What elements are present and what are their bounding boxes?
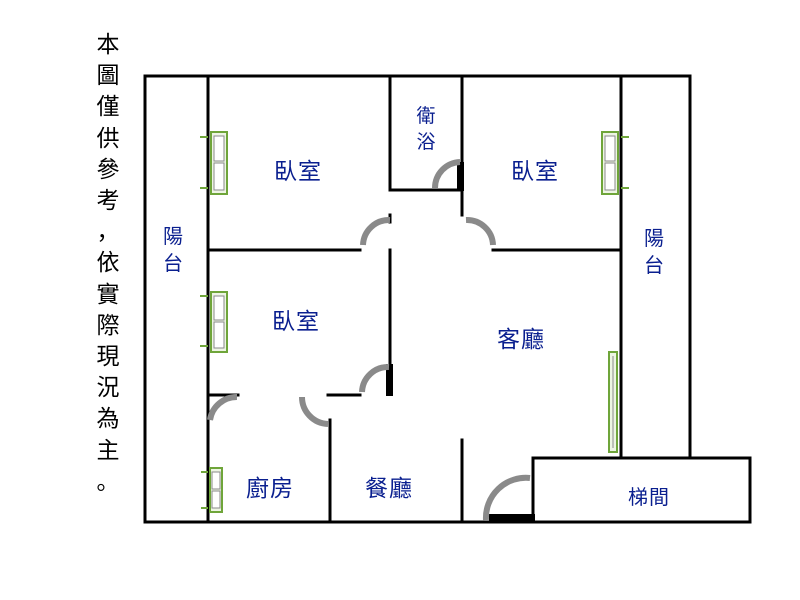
door-dining-arc xyxy=(299,396,329,427)
room-label-living-room: 客廳 xyxy=(497,327,545,353)
room-label-bedroom-middle-left: 臥室 xyxy=(272,309,320,335)
room-label-kitchen: 廚房 xyxy=(246,476,294,502)
window-bedroom-middle-left xyxy=(200,291,228,353)
room-label-stairwell: 梯間 xyxy=(628,485,670,509)
door-entry-arc xyxy=(482,474,531,521)
room-label-dining-room: 餐廳 xyxy=(365,476,413,502)
room-label-balcony-right: 陽台 xyxy=(644,226,664,277)
door-jambs xyxy=(386,162,535,522)
door-kitchen-arc xyxy=(207,393,238,421)
room-label-bedroom-top-left: 臥室 xyxy=(274,159,322,185)
room-label-bedroom-top-right: 臥室 xyxy=(511,159,559,185)
window-bedroom-top-left xyxy=(200,131,228,195)
disclaimer-text: 本圖僅供參考，依實際現況為主。 xyxy=(96,32,120,495)
door-bath-arc xyxy=(432,159,461,189)
room-label-balcony-left: 陽台 xyxy=(163,224,183,275)
window-bedroom-top-right xyxy=(601,131,629,195)
walls xyxy=(143,74,752,524)
room-label-bathroom: 衛浴 xyxy=(416,105,436,153)
window-kitchen xyxy=(201,467,223,513)
windows xyxy=(200,131,629,513)
door-bed3-arc xyxy=(359,364,390,393)
door-bed1-arc xyxy=(360,217,391,246)
window-living-room xyxy=(608,351,618,453)
door-swings xyxy=(207,159,531,521)
door-bed2-arc xyxy=(465,217,496,246)
